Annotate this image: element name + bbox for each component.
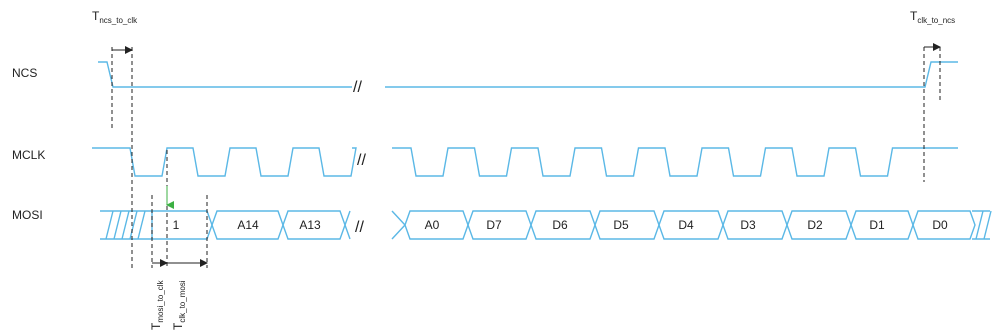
mosi-hatch-right <box>972 210 992 240</box>
mosi-bit-d0: D0 <box>932 218 948 232</box>
label-t-mosi-to-clk: Tmosi_to_clk <box>149 279 165 330</box>
ncs-break-mark: // <box>353 79 362 96</box>
label-t-clk-to-ncs: Tclk_to_ncs <box>910 9 955 25</box>
ncs-label: NCS <box>12 66 37 80</box>
label-t-ncs-to-clk: Tncs_to_clk <box>92 9 138 25</box>
mclk-label: MCLK <box>12 148 45 162</box>
label-t-clk-to-mosi: Tclk_to_mosi <box>171 280 187 330</box>
mosi-bit-1: 1 <box>173 218 180 232</box>
mosi-break-mark: // <box>355 219 364 236</box>
mosi-bit-d2: D2 <box>807 218 823 232</box>
mosi-bit-d3: D3 <box>740 218 756 232</box>
mosi-segment-1 <box>152 210 213 240</box>
mosi-bit-d7: D7 <box>486 218 502 232</box>
mosi-segment-tail <box>344 210 351 240</box>
mosi-segment-head <box>391 210 406 240</box>
mosi-bus <box>148 210 976 240</box>
mosi-label: MOSI <box>12 208 43 222</box>
mosi-bit-d1: D1 <box>869 218 885 232</box>
ncs-waveform <box>98 61 958 88</box>
mosi-bit-a0: A0 <box>425 218 440 232</box>
mosi-bit-d5: D5 <box>613 218 629 232</box>
mclk-waveform-left <box>92 147 357 177</box>
mclk-break-mark: // <box>357 152 366 169</box>
mosi-edge-start <box>148 210 153 240</box>
mclk-waveform-right <box>392 147 958 177</box>
mosi-bit-a14: A14 <box>237 218 259 232</box>
mosi-bit-a13: A13 <box>299 218 321 232</box>
mosi-bit-d6: D6 <box>552 218 568 232</box>
mosi-bit-d4: D4 <box>678 218 694 232</box>
mosi-segment <box>912 210 976 240</box>
mosi-hatch-left <box>100 210 148 240</box>
